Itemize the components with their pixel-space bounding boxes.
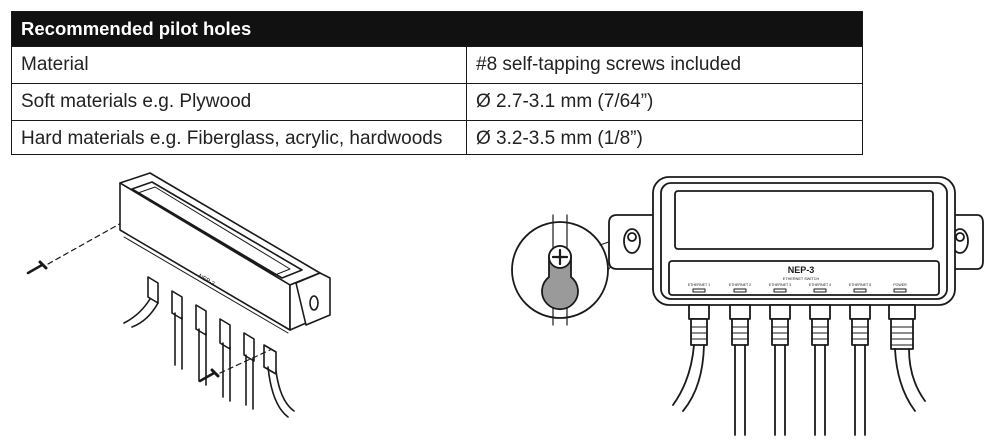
row-value: #8 self-tapping screws included	[476, 54, 742, 75]
table-row: Soft materials e.g. Plywood Ø 2.7-3.1 mm…	[12, 83, 862, 120]
port-label: POWER	[893, 283, 907, 287]
model-label: NEP-3	[788, 265, 815, 275]
screw-icon	[26, 260, 48, 275]
port-label: ETHERNET 2	[729, 283, 751, 287]
magnified-keyhole-detail	[511, 214, 636, 326]
model-subtitle: ETHERNET SWITCH	[783, 277, 820, 281]
row-value: Ø 2.7-3.1 mm (7/64”)	[476, 91, 654, 112]
ethernet-connector-icon	[729, 304, 751, 436]
power-connector-icon	[888, 304, 926, 412]
table-title: Recommended pilot holes	[12, 12, 862, 46]
front-view-illustration: NEP-3 ETHERNET SWITCH ETHERNET 1 ETHERNE…	[505, 165, 985, 440]
row-value: Ø 3.2-3.5 mm (1/8”)	[476, 128, 643, 149]
port-label: ETHERNET 1	[688, 283, 710, 287]
row-label: Material	[21, 54, 89, 75]
screw-icon	[198, 368, 220, 383]
ethernet-connector-icon	[849, 304, 871, 436]
port-label: ETHERNET 5	[849, 283, 871, 287]
row-label: Soft materials e.g. Plywood	[21, 91, 252, 112]
table-row: Hard materials e.g. Fiberglass, acrylic,…	[12, 120, 862, 157]
row-label: Hard materials e.g. Fiberglass, acrylic,…	[21, 128, 443, 149]
keyhole-slot-icon	[541, 245, 579, 311]
table-row: Material #8 self-tapping screws included	[12, 46, 862, 83]
ethernet-connector-icon	[809, 304, 831, 436]
port-label: ETHERNET 3	[769, 283, 791, 287]
pilot-holes-table: Recommended pilot holes Material #8 self…	[11, 11, 863, 155]
ethernet-connector-icon	[769, 304, 791, 436]
ethernet-connector-icon	[672, 304, 710, 412]
isometric-mounting-illustration: NEP-3	[20, 165, 340, 435]
port-label: ETHERNET 4	[809, 283, 831, 287]
column-divider	[466, 46, 467, 154]
